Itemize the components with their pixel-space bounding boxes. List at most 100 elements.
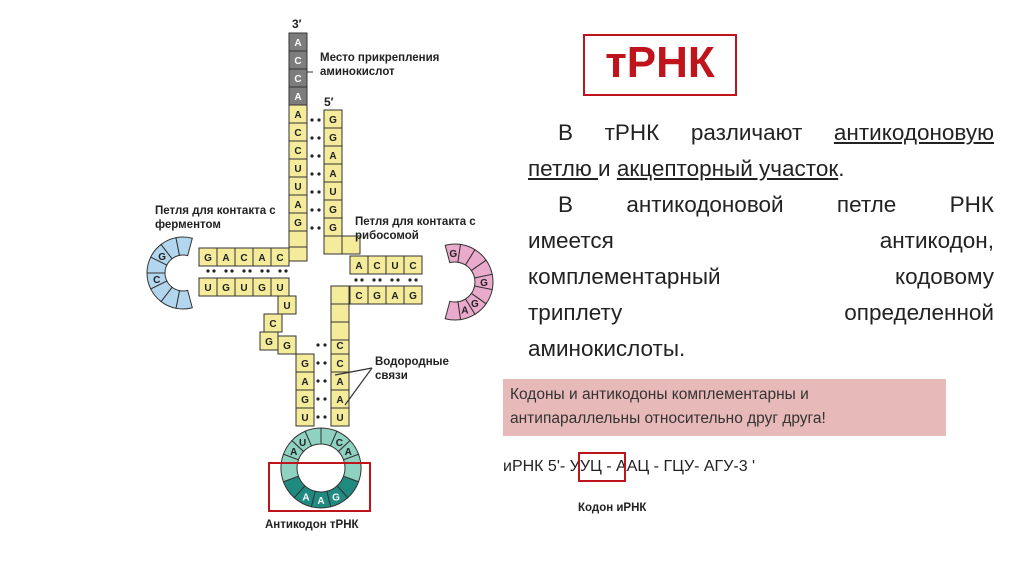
loop-term: петлю (528, 156, 598, 181)
t-loop-segment (445, 301, 460, 320)
page-title: тРНК (583, 34, 737, 92)
hbond-dot (390, 278, 393, 281)
hbond-dot (242, 269, 245, 272)
hbond-dot (266, 269, 269, 272)
variable-loop-letter: U (283, 301, 290, 312)
acceptor-stem-left-letter: G (294, 218, 302, 229)
hbond-dot (310, 118, 313, 121)
acceptor-stem-left-letter: U (294, 164, 301, 175)
hbond-dot (316, 415, 319, 418)
hydrogen-bonds-label: Водородные связи (375, 355, 475, 383)
paragraph2-line2: имеется антикодон, (528, 226, 994, 256)
d-stem-bottom-letter: G (258, 283, 266, 294)
acceptor-stem-right-letter: U (329, 187, 336, 198)
hbond-dot (323, 397, 326, 400)
anticodon-stem-right-letter: C (336, 341, 343, 352)
acceptor-stem-left-letter: A (294, 200, 301, 211)
paragraph2-line4: триплету определенной (528, 298, 994, 328)
hbond-dot (396, 278, 399, 281)
d-stem-bottom-letter: U (240, 283, 247, 294)
d-loop-letter: C (153, 275, 160, 286)
anticodon-stem-left-letter: A (301, 377, 308, 388)
hbond-dot (212, 269, 215, 272)
acceptor-tail-letter: A (294, 92, 301, 103)
t-loop-letter: G (449, 249, 457, 260)
t-loop-label: Петля для контакта с рибосомой (355, 215, 495, 243)
paragraph2-line3: комплементарный кодовому (528, 262, 994, 292)
hbond-dot (206, 269, 209, 272)
t-stem-top-letter: C (409, 261, 416, 272)
acceptor-stem-right-letter: G (329, 133, 337, 144)
paragraph-antikodon-line1: В тРНК различают антикодоновую (528, 118, 994, 148)
mrna-sequence: иРНК 5'- УУЦ - ААЦ - ГЦУ- АГУ-3 ' (503, 457, 755, 477)
codon-highlight-box (578, 452, 626, 482)
variable-loop-letter: C (269, 319, 276, 330)
acceptor-stem-left-letter: A (294, 110, 301, 121)
d-stem-top-letter: A (222, 253, 229, 264)
d-stem-bottom-letter: U (276, 283, 283, 294)
hbond-dot (316, 379, 319, 382)
acceptor-stem-right-letter: G (329, 223, 337, 234)
hbond-dot (310, 226, 313, 229)
t-stem-link-cell (331, 286, 349, 304)
hbond-dot (230, 269, 233, 272)
note-line2: антипараллельны относительно друг друга! (510, 407, 940, 431)
anticodon-stem-left-letter: G (301, 359, 309, 370)
hbond-dot (310, 208, 313, 211)
t-stem-link-cell (331, 304, 349, 322)
t-loop-letter: A (461, 305, 468, 316)
hbond-dot (310, 172, 313, 175)
t-stem-top-letter: A (355, 261, 362, 272)
d-stem-bottom-letter: G (222, 283, 230, 294)
d-stem-top-letter: C (276, 253, 283, 264)
hbond-dot (317, 226, 320, 229)
d-stem-bottom-letter: U (204, 283, 211, 294)
hbond-dot (317, 136, 320, 139)
acceptor-stem-right-letter: G (329, 205, 337, 216)
hbond-dot (310, 154, 313, 157)
hbond-dot (260, 269, 263, 272)
d-stem-top-letter: A (258, 253, 265, 264)
hbond-dot (316, 343, 319, 346)
note-text: Кодоны и антикодоны комплементарны и ант… (510, 383, 940, 431)
hbond-dot (278, 269, 281, 272)
connector-right-cell (324, 236, 342, 254)
t-stem-bottom-letter: C (355, 291, 362, 302)
anticodon-stem-right-letter: A (336, 377, 343, 388)
paragraph2-line5: аминокислоты. (528, 334, 994, 364)
three-prime-label: 3′ (292, 17, 302, 31)
anticodon-segment-letter: A (302, 492, 309, 503)
hbond-dot (224, 269, 227, 272)
anticodon-loop-letter: A (345, 447, 352, 458)
codon-label: Кодон иРНК (578, 502, 646, 514)
anticodon-stem-left-letter: U (301, 413, 308, 424)
acceptor-stem-right-letter: A (329, 151, 336, 162)
t-stem-link-cell (331, 322, 349, 340)
t-loop-letter: G (471, 299, 479, 310)
anticodon-loop-letter: C (336, 438, 343, 449)
five-prime-label: 5′ (324, 95, 334, 109)
hbond-dot (310, 136, 313, 139)
acceptor-tail-letter: C (294, 56, 301, 67)
note-line1: Кодоны и антикодоны комплементарны и (510, 383, 940, 407)
anticodon-loop-letter: U (299, 438, 306, 449)
paragraph-text: В тРНК различают (558, 120, 834, 145)
connector-left-cell (289, 247, 307, 261)
acceptor-stem-left-letter: U (294, 182, 301, 193)
hbond-dot (316, 397, 319, 400)
hbond-dot (323, 343, 326, 346)
hbond-dot (323, 379, 326, 382)
anticodon-stem-left-letter: G (283, 341, 291, 352)
hbond-dot (323, 361, 326, 364)
paragraph-text: . (838, 156, 844, 181)
anticodon-loop-letter: A (290, 447, 297, 458)
hbond-dot (317, 154, 320, 157)
connector-left-cell (289, 231, 307, 249)
paragraph2-line1: В антикодоновой петле РНК (528, 190, 994, 220)
anticodon-stem-left-letter: G (301, 395, 309, 406)
anticodon-segment-letter: G (332, 492, 340, 503)
acceptor-stem-right-letter: G (329, 115, 337, 126)
hbond-dot (408, 278, 411, 281)
d-loop-label: Петля для контакта с ферментом (155, 204, 295, 232)
d-loop-letter: G (158, 252, 166, 263)
